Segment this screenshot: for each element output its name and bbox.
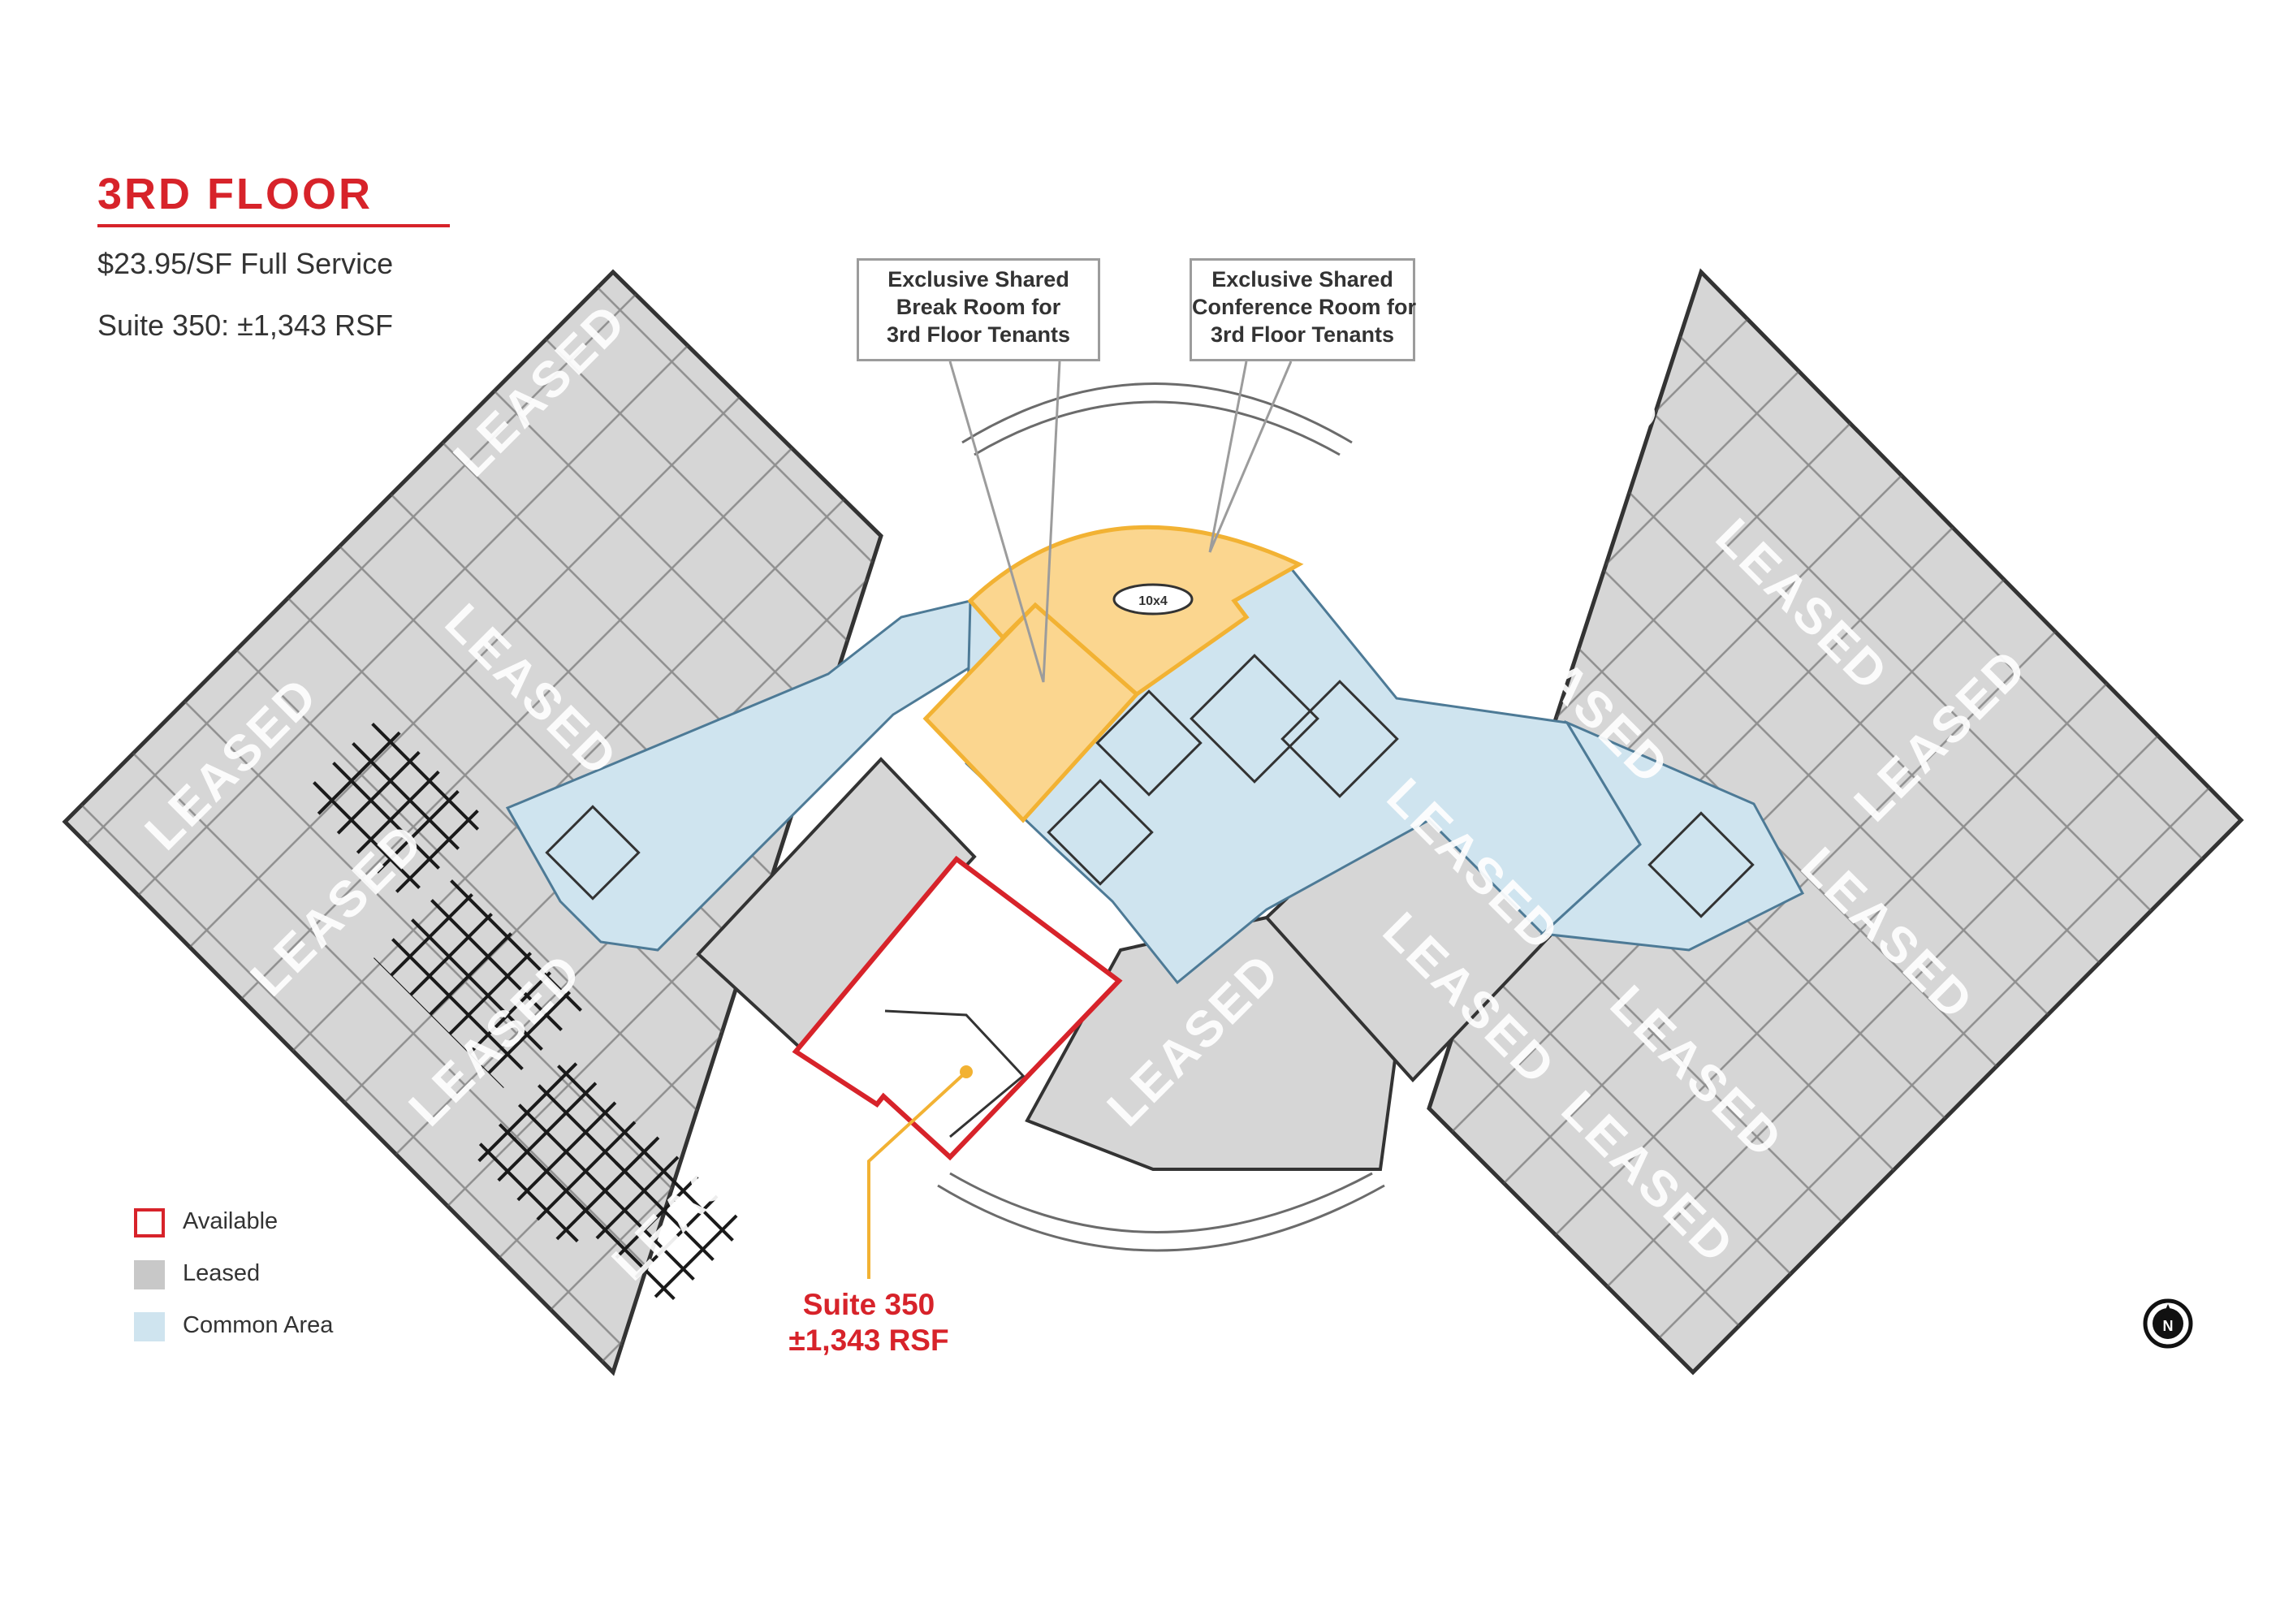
left-cubicles-2: [374, 877, 585, 1088]
legend-swatch-leased: [134, 1260, 165, 1289]
common-corridor-left: [505, 599, 1001, 952]
legend-label-leased: Leased: [183, 1260, 261, 1286]
callout-conference-room-line-1: Exclusive Shared: [1211, 267, 1393, 292]
legend-swatch-common: [134, 1312, 165, 1341]
north-arrow-icon: N: [2143, 1298, 2193, 1349]
suite-leader-line: [867, 1070, 968, 1279]
callout-break-room-line-1: Exclusive Shared: [887, 267, 1069, 292]
callout-conference-room-line-3: 3rd Floor Tenants: [1210, 322, 1395, 347]
conference-table-label: 10x4: [1138, 594, 1168, 608]
conference-table: [1112, 583, 1194, 615]
rate-text: $23.95/SF Full Service: [97, 247, 394, 280]
legend-label-common: Common Area: [183, 1312, 334, 1338]
suite-350-label: Suite 350 ±1,343 RSF: [747, 1287, 991, 1358]
common-corridor-right: [1539, 719, 1805, 952]
core-rooms: [545, 654, 1755, 918]
right-wing-rooms: [1429, 272, 2241, 1372]
legend-label-available: Available: [183, 1208, 279, 1234]
title-underline: [97, 224, 450, 227]
callout-leaders: [948, 361, 1293, 683]
legend-swatch-available: [134, 1208, 165, 1237]
suite-350-name: Suite 350: [802, 1288, 935, 1321]
callout-conference-room-line-2: Conference Room for: [1192, 295, 1417, 319]
left-cubicles-1: [300, 715, 487, 901]
left-cubicles-4: [568, 1129, 747, 1307]
suite-350-outline[interactable]: [792, 855, 1123, 1161]
suite-350-inner-walls: [884, 1009, 1026, 1138]
floor-title: 3RD FLOOR: [97, 170, 374, 218]
svg-text:N: N: [2163, 1318, 2174, 1334]
suite-350-area: ±1,343 RSF: [788, 1324, 949, 1357]
callout-break-room-line-2: Break Room for: [896, 295, 1061, 319]
callout-break-room-line-3: 3rd Floor Tenants: [886, 322, 1071, 347]
terrace-arcs: [937, 382, 1385, 1252]
callout-conference-room: Exclusive Shared Conference Room for 3rd…: [1190, 258, 1417, 361]
callout-break-room: Exclusive Shared Break Room for 3rd Floo…: [857, 258, 1100, 361]
suite-area-text: Suite 350: ±1,343 RSF: [97, 309, 393, 342]
